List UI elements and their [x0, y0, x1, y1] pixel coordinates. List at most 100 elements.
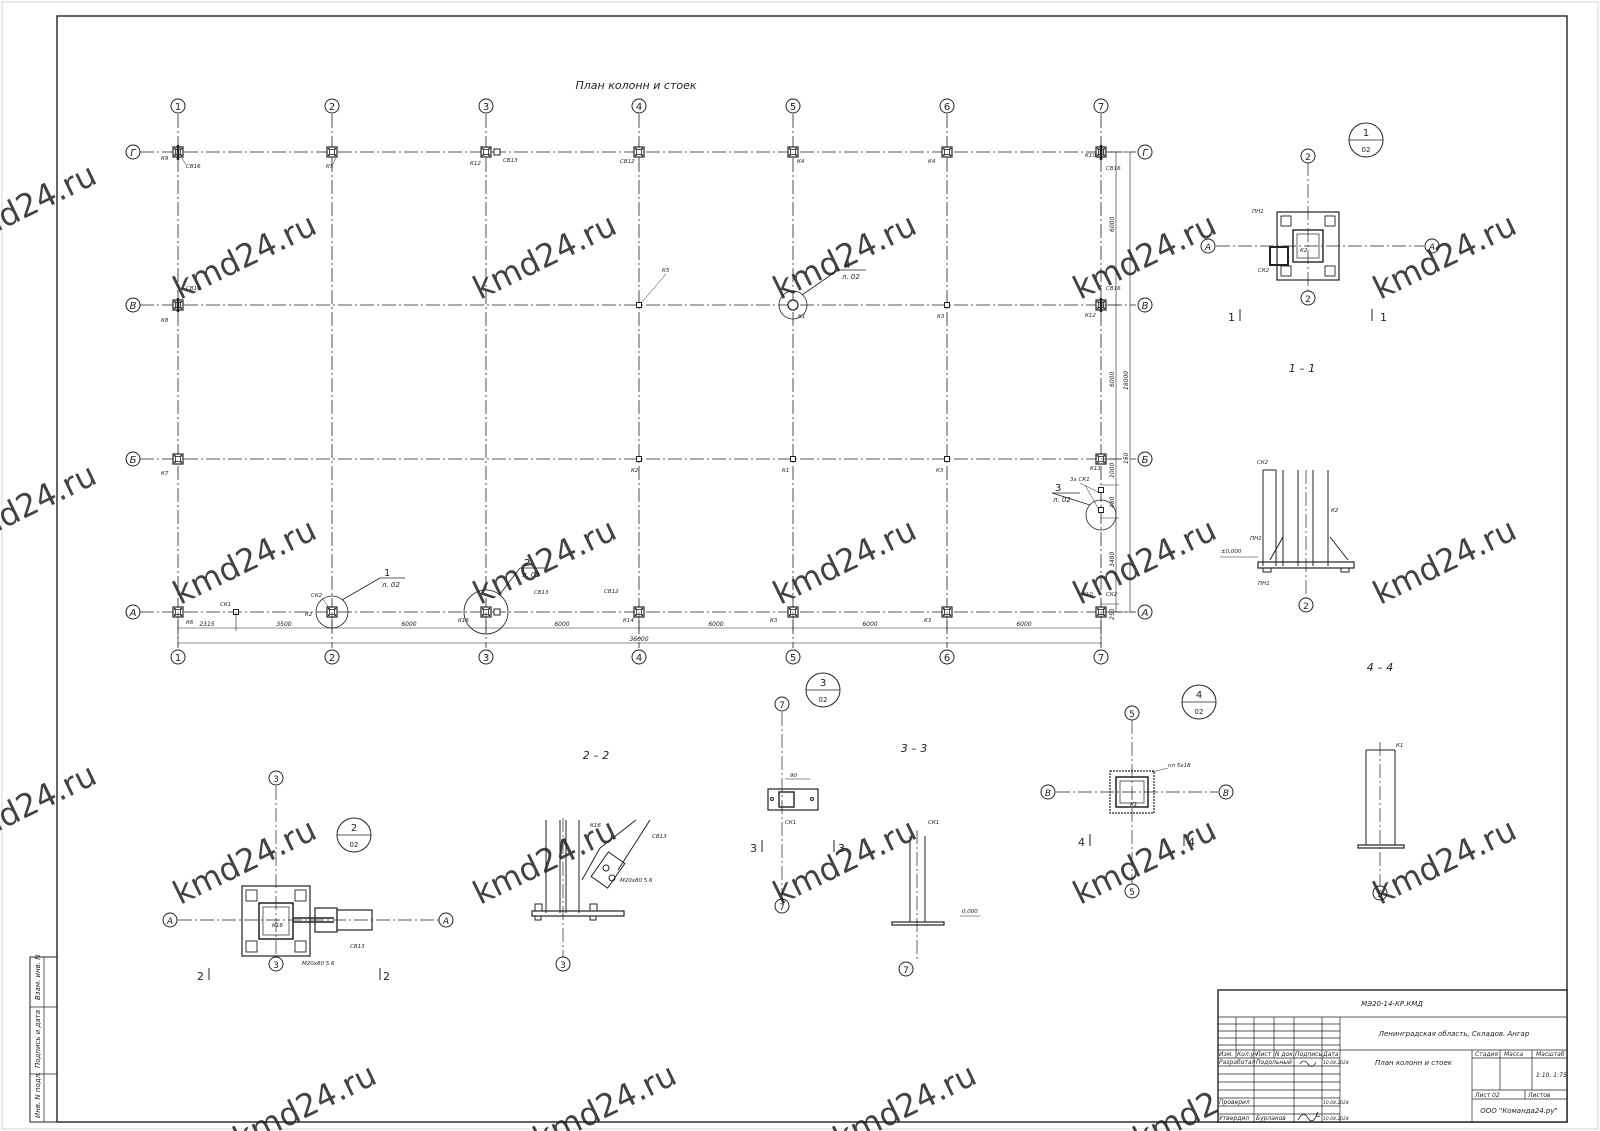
svg-text:±0,000: ±0,000	[1221, 549, 1242, 555]
svg-text:kmd24.ru: kmd24.ru	[767, 510, 922, 612]
stamp-inventory: Инв. N подл.	[34, 1072, 42, 1118]
object-name: Ленинградская область, Складов. Ангар	[1378, 1030, 1530, 1038]
axis-bubble-4-top: 4	[631, 98, 647, 114]
name-dev: Подольный	[1256, 1059, 1292, 1066]
callout-4-num: 4	[844, 260, 850, 271]
svg-text:kmd24.ru: kmd24.ru	[167, 510, 322, 612]
svg-text:7: 7	[779, 701, 785, 711]
svg-text:К4: К4	[928, 159, 936, 165]
svg-text:К10: К10	[1085, 153, 1096, 159]
svg-text:4: 4	[636, 653, 642, 664]
svg-text:К12: К12	[470, 161, 481, 167]
svg-text:7: 7	[1098, 653, 1104, 664]
node-1-axis-2-top: 2	[1305, 153, 1311, 163]
svg-text:В: В	[130, 301, 137, 312]
svg-text:К1: К1	[782, 468, 789, 474]
svg-text:К2: К2	[1331, 508, 1339, 514]
svg-text:3: 3	[483, 102, 489, 113]
svg-text:СВ16: СВ16	[1106, 286, 1121, 292]
axis-bubble-2-top: 2	[324, 98, 340, 114]
node-4-sheet: 02	[1195, 708, 1204, 716]
section-mark-4-left: 4	[1078, 836, 1085, 849]
section-mark-1-right: 1	[1380, 311, 1387, 324]
svg-text:К16: К16	[590, 823, 601, 829]
svg-text:5: 5	[790, 653, 796, 664]
svg-text:ПН1: ПН1	[1250, 536, 1262, 542]
svg-text:СВ16: СВ16	[1106, 166, 1121, 172]
svg-text:0,000: 0,000	[962, 909, 978, 915]
svg-text:СК2: СК2	[1106, 592, 1118, 598]
axis-bubbles-right: Г В Б А	[1137, 144, 1153, 620]
detail-node-3: 3 02 7 7 90 СК1 3 3	[750, 672, 845, 914]
name-appr: Бурлаков	[1256, 1115, 1286, 1122]
svg-text:М20х80 5.6: М20х80 5.6	[620, 878, 653, 884]
svg-text:К8: К8	[161, 318, 169, 324]
svg-text:СК2: СК2	[1257, 460, 1269, 466]
plan-of-columns: План колонн и стоек 1 2 3 4 5 6 7	[125, 79, 1153, 665]
vertical-axis-lines	[177, 114, 1102, 648]
node-3-sheet: 02	[819, 696, 828, 704]
hdr-list: Лист	[1255, 1051, 1272, 1058]
svg-text:kmd24.ru: kmd24.ru	[1067, 810, 1222, 912]
axis-bubble-B-left: Б	[125, 451, 141, 467]
axis-bubble-2-bottom: 2	[324, 649, 340, 665]
svg-text:3: 3	[273, 961, 279, 971]
axis-bubble-G-left: Г	[125, 144, 141, 160]
axis-bubble-7-top: 7	[1093, 98, 1109, 114]
axis-bubble-3-top: 3	[478, 98, 494, 114]
section-mark-2-left: 2	[197, 970, 204, 983]
signature-appr	[1297, 1111, 1321, 1122]
section-3-3: 3 – 3 7 СК1 0,000	[891, 742, 980, 977]
hdr-ndoc: N док.	[1275, 1051, 1295, 1058]
svg-text:kmd24.ru: kmd24.ru	[167, 205, 322, 307]
svg-text:СВ13: СВ13	[652, 834, 667, 840]
dim-total-36000: 36000	[629, 636, 648, 643]
svg-text:kmd24.ru: kmd24.ru	[467, 810, 622, 912]
svg-text:К5: К5	[326, 164, 334, 170]
column-markers	[172, 145, 1107, 618]
node-3-num: 3	[820, 678, 826, 689]
hdr-kol: Кол.уч	[1237, 1051, 1258, 1058]
node-2-sheet: 02	[350, 841, 359, 849]
signature-dev	[1299, 1060, 1317, 1067]
svg-text:К1: К1	[1396, 743, 1403, 749]
svg-text:Г: Г	[1142, 148, 1149, 159]
svg-text:kmd24.ru: kmd24.ru	[227, 1055, 382, 1131]
svg-text:2: 2	[329, 653, 335, 664]
axis-bubble-3-bottom: 3	[478, 649, 494, 665]
dim-6000-a: 6000	[401, 621, 416, 628]
svg-text:7: 7	[903, 966, 909, 976]
mass-head: Масса	[1504, 1051, 1523, 1058]
dim-right-3480: 3480	[1109, 552, 1116, 567]
sheet-number: Лист 02	[1474, 1092, 1500, 1099]
svg-text:пл 5х18: пл 5х18	[1168, 763, 1191, 769]
date-check: 10.08.2024	[1323, 1100, 1349, 1106]
scale-value: 1:10, 1:75	[1536, 1072, 1567, 1079]
node-1-sheet: 02	[1362, 146, 1371, 154]
detail-node-2: 2 02 А А 3 3 К16 М20х80 5.6 СВ13 2 2	[162, 770, 454, 983]
svg-text:К4: К4	[797, 159, 805, 165]
dim-right-6000-b: 6000	[1109, 372, 1116, 387]
svg-text:СВ13: СВ13	[503, 158, 518, 164]
svg-text:К14: К14	[623, 618, 634, 624]
section-2-2: 2 – 2 3 К16 СВ13 М20х80 5.6	[531, 749, 667, 972]
svg-text:ПН1: ПН1	[1252, 209, 1264, 215]
section-mark-3-left: 3	[750, 842, 757, 855]
svg-text:2: 2	[329, 102, 335, 113]
role-appr: Утвердил	[1219, 1115, 1249, 1122]
axis-bubble-7-bottom: 7	[1093, 649, 1109, 665]
svg-text:К2: К2	[631, 468, 639, 474]
svg-text:ПН1: ПН1	[1258, 581, 1270, 587]
svg-text:kmd24.ru: kmd24.ru	[0, 755, 102, 857]
section-3-3-title: 3 – 3	[901, 742, 928, 755]
svg-text:А: А	[166, 917, 173, 927]
inner-frame	[56, 15, 1568, 1123]
svg-text:СВ12: СВ12	[604, 589, 619, 595]
svg-text:СК1: СК1	[928, 820, 939, 826]
callout-4-sheet: л. 02	[841, 273, 860, 281]
svg-text:В: В	[1223, 789, 1229, 799]
plan-title: План колонн и стоек	[576, 79, 697, 92]
svg-text:К10: К10	[1082, 592, 1093, 598]
dim-6000-b: 6000	[554, 621, 569, 628]
